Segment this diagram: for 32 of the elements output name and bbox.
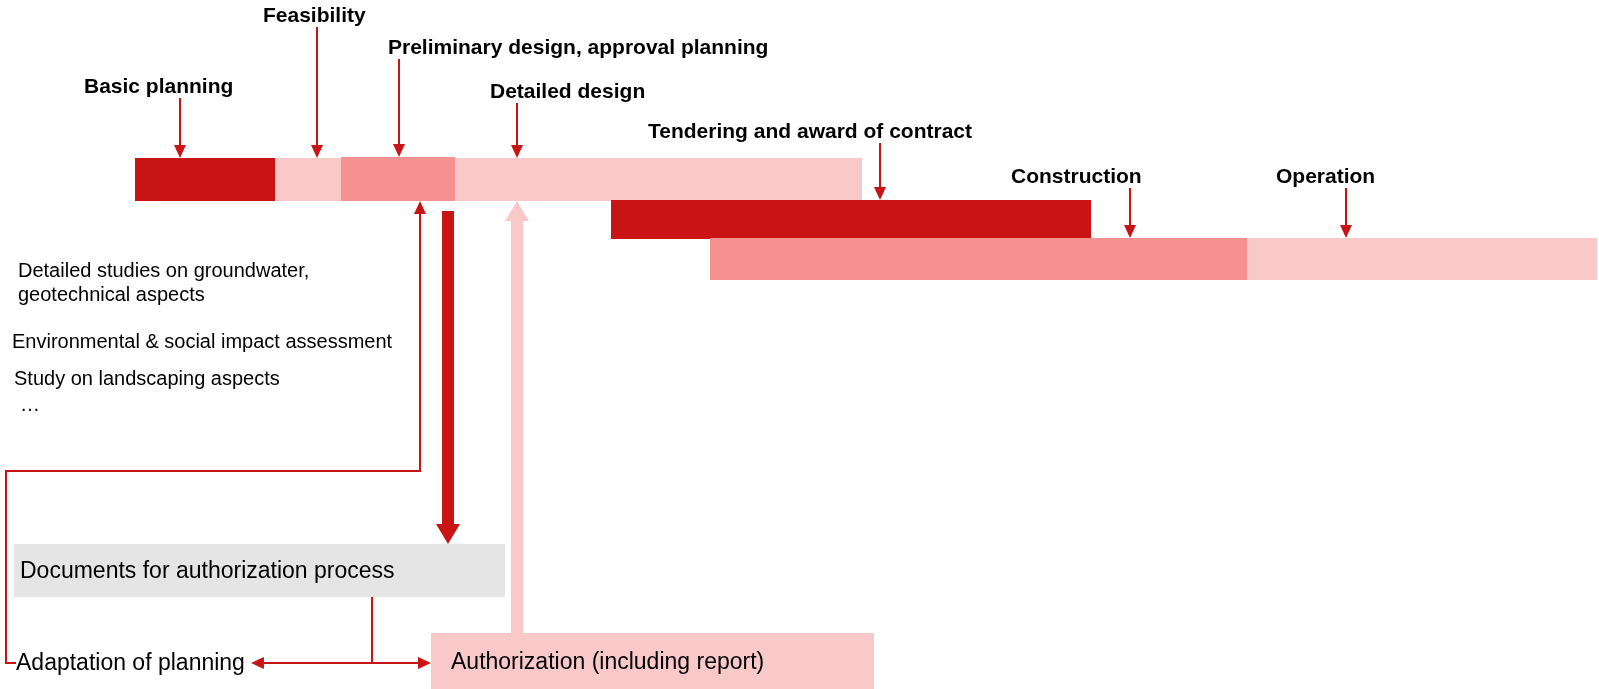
note-text: Study on landscaping aspects bbox=[14, 366, 281, 390]
arrow bbox=[5, 201, 426, 664]
timeline-bar bbox=[275, 158, 341, 201]
phase-label: Construction bbox=[1011, 164, 1142, 188]
arrow bbox=[1124, 187, 1136, 238]
phase-label: Operation bbox=[1276, 164, 1376, 188]
arrow bbox=[511, 102, 523, 158]
timeline-bar bbox=[1247, 238, 1597, 280]
timeline-bar bbox=[135, 158, 275, 201]
arrow bbox=[436, 211, 460, 544]
arrow bbox=[874, 142, 886, 200]
phase-label: Preliminary design, approval planning bbox=[388, 35, 769, 59]
timeline-bar bbox=[710, 238, 1247, 280]
arrow bbox=[371, 596, 431, 669]
timeline-bar bbox=[611, 200, 1091, 239]
result-box: Authorization (including report) bbox=[431, 633, 874, 689]
note-text: Environmental & social impact assessment bbox=[12, 329, 394, 353]
arrow bbox=[393, 58, 405, 157]
note-text: Detailed studies on groundwater, geotechnical aspects bbox=[18, 258, 311, 306]
phase-label: Basic planning bbox=[84, 74, 234, 98]
timeline-bar bbox=[455, 158, 862, 201]
arrow bbox=[505, 201, 529, 633]
text-label: Adaptation of planning bbox=[16, 649, 245, 676]
timeline-bar bbox=[341, 157, 455, 201]
arrow bbox=[311, 26, 323, 158]
phase-label: Feasibility bbox=[263, 3, 366, 27]
phase-label: Tendering and award of contract bbox=[648, 119, 972, 143]
arrow bbox=[174, 97, 186, 158]
arrow bbox=[1340, 187, 1352, 238]
document-box: Documents for authorization process bbox=[14, 544, 505, 597]
ellipsis-text: … bbox=[20, 392, 41, 416]
phase-label: Detailed design bbox=[490, 79, 646, 103]
